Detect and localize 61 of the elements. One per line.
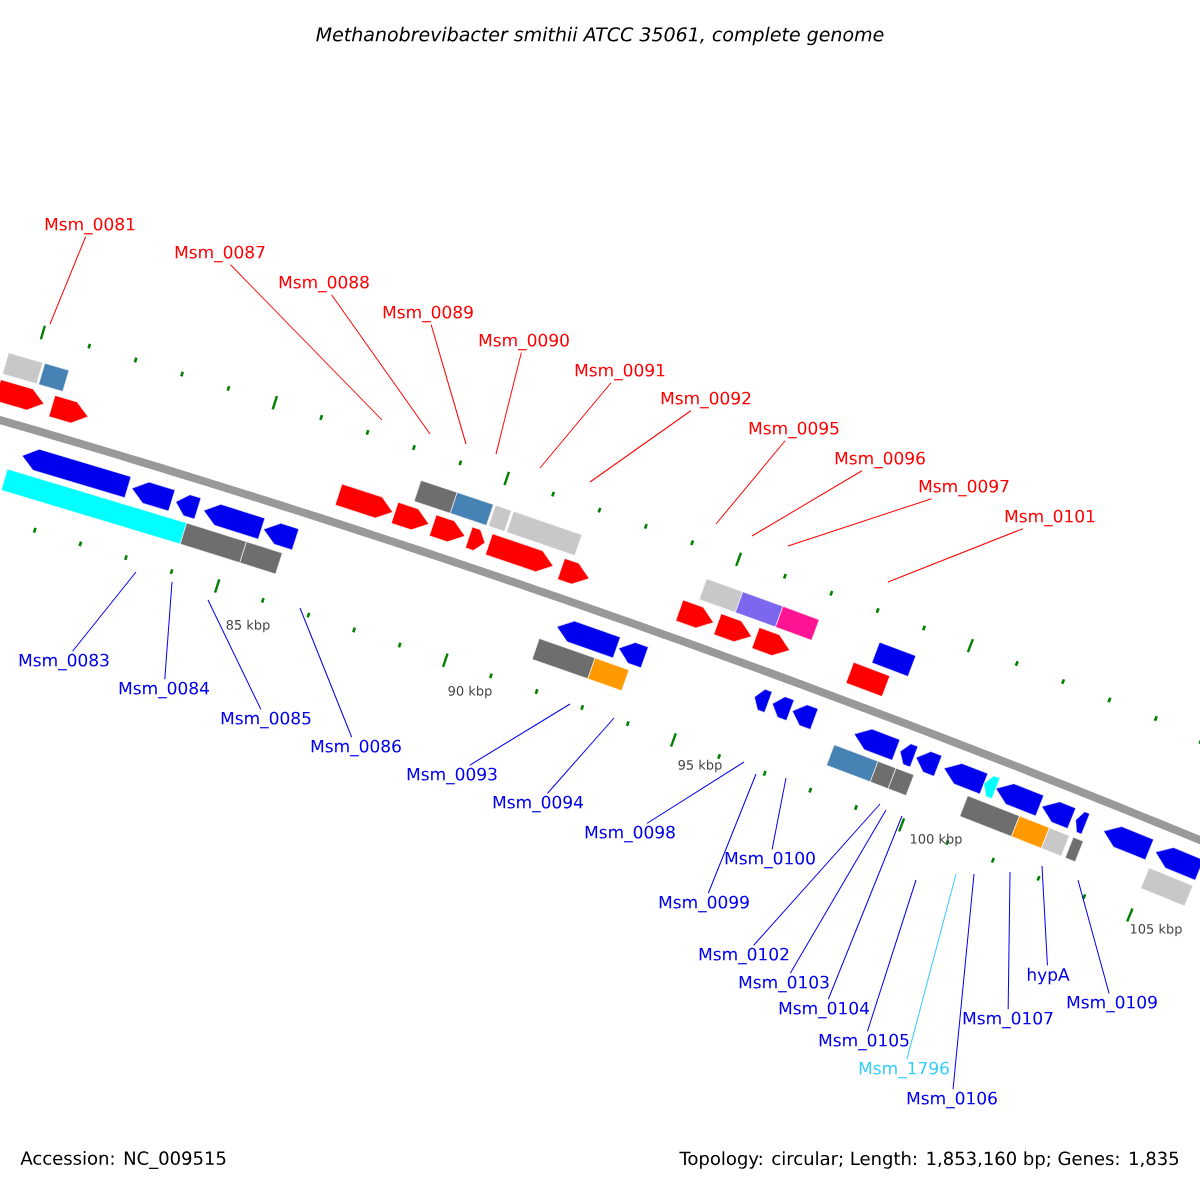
gene-label: Msm_0087 bbox=[175, 245, 265, 263]
gene-label: Msm_0083 bbox=[19, 653, 109, 671]
gene-label: Msm_0084 bbox=[119, 681, 209, 699]
gene-label: Msm_0101 bbox=[1005, 509, 1095, 527]
leader-line bbox=[72, 571, 137, 652]
gene-label: Msm_0093 bbox=[407, 767, 497, 785]
gene-label: Msm_0096 bbox=[835, 451, 925, 469]
leader-line bbox=[753, 803, 881, 946]
leader-line bbox=[207, 599, 262, 710]
gene-label: Msm_1796 bbox=[859, 1061, 949, 1079]
footer-text: Topology: circular; Length: 1,853,160 bp; Genes: 1,835 bbox=[679, 1151, 1179, 1169]
leader-line bbox=[1007, 871, 1011, 1010]
leader-line bbox=[866, 879, 917, 1032]
gene-label: Msm_0107 bbox=[963, 1011, 1053, 1029]
title: Methanobrevibacter smithii ATCC 35061, complete genome bbox=[316, 26, 884, 46]
leader-line bbox=[299, 607, 353, 738]
leader-line bbox=[789, 809, 887, 974]
footer-text: Accession: NC_009515 bbox=[20, 1151, 226, 1169]
gene-label: Msm_0105 bbox=[819, 1033, 909, 1051]
leader-line bbox=[331, 294, 431, 435]
leader-line bbox=[707, 773, 757, 894]
leader-line bbox=[430, 324, 467, 445]
leader-line bbox=[887, 528, 1024, 583]
gene-label: Msm_0085 bbox=[221, 711, 311, 729]
leader-line bbox=[771, 777, 787, 850]
gene-label: Msm_0090 bbox=[479, 333, 569, 351]
leader-line bbox=[952, 873, 975, 1090]
leader-line bbox=[229, 264, 383, 421]
leader-line bbox=[469, 703, 571, 766]
leader-line bbox=[827, 815, 903, 1000]
leader-line bbox=[715, 440, 786, 525]
gene-label: Msm_0106 bbox=[907, 1091, 997, 1109]
gene-label: Msm_0086 bbox=[311, 739, 401, 757]
leader-line bbox=[164, 581, 173, 680]
gene-label: Msm_0103 bbox=[739, 975, 829, 993]
leader-line bbox=[787, 498, 932, 547]
leader-line bbox=[906, 873, 957, 1060]
gene-label: Msm_0092 bbox=[661, 391, 751, 409]
gene-label: Msm_0102 bbox=[699, 947, 789, 965]
gene-label: Msm_0097 bbox=[919, 479, 1009, 497]
gene-label: Msm_0109 bbox=[1067, 995, 1157, 1013]
leader-line bbox=[539, 382, 612, 469]
leader-line bbox=[546, 717, 615, 794]
leader-line bbox=[1077, 879, 1110, 994]
gene-label: Msm_0081 bbox=[45, 217, 135, 235]
gene-label: Msm_0100 bbox=[725, 851, 815, 869]
gene-label: Msm_0099 bbox=[659, 895, 749, 913]
gene-label: Msm_0089 bbox=[383, 305, 473, 323]
gene-label: Msm_0094 bbox=[493, 795, 583, 813]
leader-line bbox=[49, 236, 87, 325]
leader-line bbox=[1041, 865, 1048, 966]
gene-label: Msm_0095 bbox=[749, 421, 839, 439]
gene-label: hypA bbox=[1027, 967, 1070, 985]
leader-line bbox=[751, 470, 863, 537]
leader-line bbox=[589, 410, 692, 483]
leader-line bbox=[495, 352, 522, 455]
gene-label: Msm_0088 bbox=[279, 275, 369, 293]
gene-label: Msm_0098 bbox=[585, 825, 675, 843]
leader-line bbox=[646, 761, 745, 824]
gene-label: Msm_0091 bbox=[575, 363, 665, 381]
gene-label: Msm_0104 bbox=[779, 1001, 869, 1019]
